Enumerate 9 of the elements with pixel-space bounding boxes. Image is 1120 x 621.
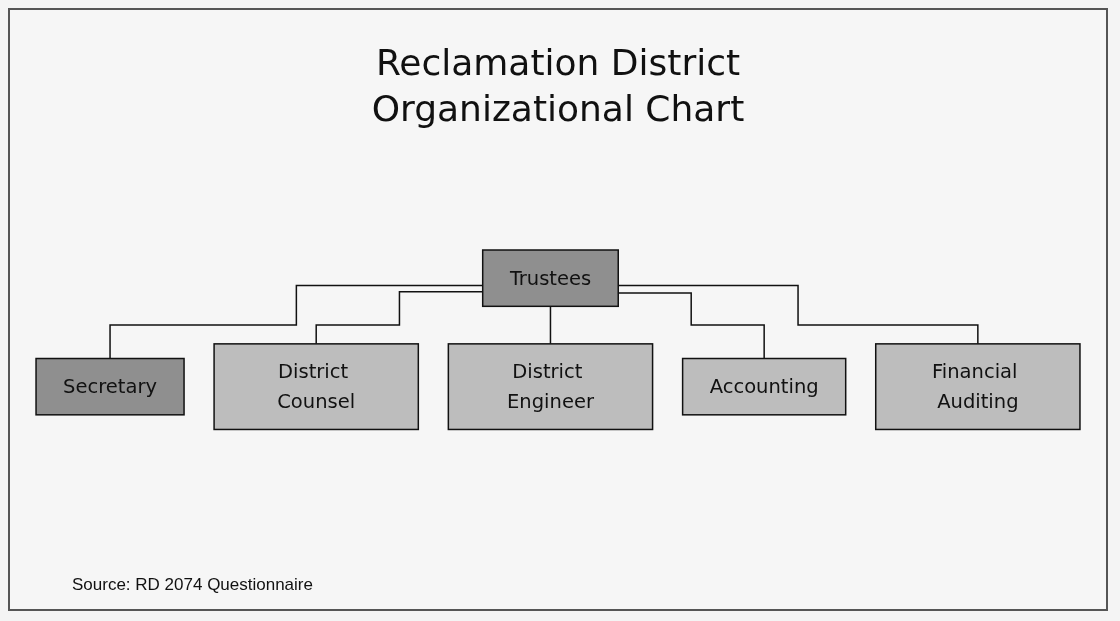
node-box: Accounting bbox=[681, 358, 847, 416]
diagram-title: Reclamation District Organizational Chart bbox=[370, 41, 746, 131]
node-box: District Counsel bbox=[213, 343, 420, 431]
node-box: District Engineer bbox=[447, 343, 654, 431]
source-caption: Source: RD 2074 Questionnaire bbox=[72, 575, 313, 595]
node-box: Secretary bbox=[35, 358, 185, 416]
connector bbox=[549, 305, 552, 345]
node-box: Trustees bbox=[481, 249, 619, 308]
node-box: Financial Auditing bbox=[875, 343, 1081, 431]
